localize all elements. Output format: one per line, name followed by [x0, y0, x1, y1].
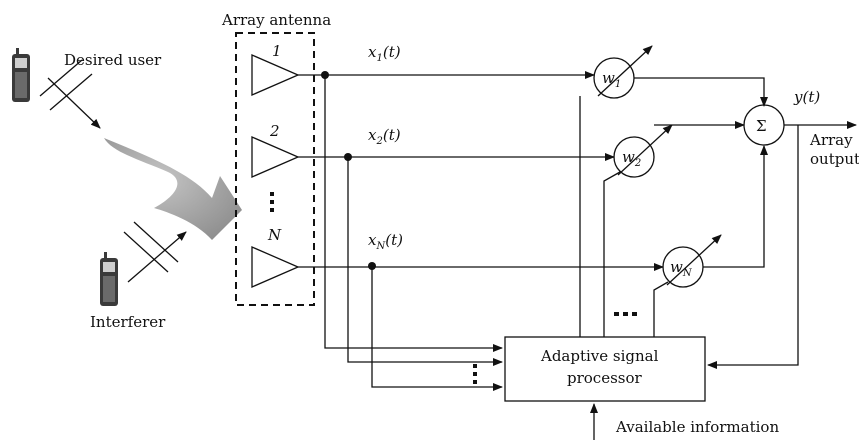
antenna-ellipsis-icon	[270, 192, 274, 212]
weight-wn: wN	[662, 246, 704, 288]
antenna-element-n	[251, 246, 300, 288]
interferer-label: Interferer	[90, 313, 166, 331]
summation-node: Σ	[743, 104, 785, 146]
antenna-2-number: 2	[269, 122, 280, 140]
processor-label-2: processor	[567, 369, 643, 387]
input-ellipsis-icon	[473, 364, 477, 384]
weight-w2: w2	[613, 136, 655, 178]
array-antenna-box	[235, 32, 315, 306]
control-ellipsis-icon	[614, 312, 637, 316]
interferer-signal-icon	[123, 221, 187, 283]
antenna-element-1	[251, 54, 300, 96]
antenna-1-number: 1	[272, 42, 282, 60]
available-information-label: Available information	[615, 418, 779, 436]
array-output-label-1: Array	[809, 131, 853, 149]
antenna-element-2	[251, 136, 300, 178]
desired-signal-icon	[39, 59, 101, 129]
antenna-n-number: N	[267, 226, 282, 244]
processor-label-1: Adaptive signal	[540, 347, 659, 365]
svg-text:wN: wN	[670, 258, 693, 279]
adaptive-signal-processor-box	[504, 336, 706, 402]
svg-text:w2: w2	[622, 148, 641, 169]
beam-arrow-icon	[104, 138, 242, 240]
weight-w1: w1	[593, 57, 635, 99]
array-antenna-label: Array antenna	[221, 11, 331, 29]
desired-user-label: Desired user	[64, 51, 162, 69]
desired-user-phone-icon	[12, 48, 30, 102]
output-y-label: y(t)	[793, 88, 820, 106]
svg-text:Σ: Σ	[756, 117, 767, 135]
signal-x2-label: x2(t)	[368, 126, 401, 147]
signal-xn-label: xN(t)	[368, 231, 403, 252]
signal-x1-label: x1(t)	[368, 43, 401, 64]
interferer-phone-icon	[100, 252, 118, 306]
svg-text:w1: w1	[602, 69, 621, 90]
array-output-label-2: output	[810, 150, 859, 168]
